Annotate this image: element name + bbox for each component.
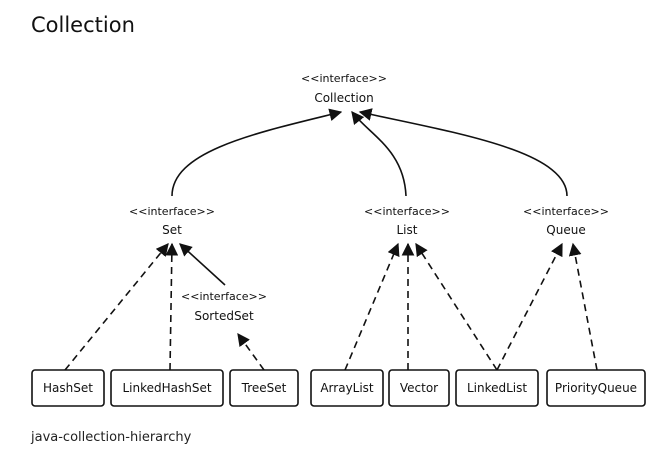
edge-list-collection bbox=[351, 110, 407, 197]
class-box-linkedlist: LinkedList bbox=[455, 369, 539, 407]
class-name: LinkedList bbox=[467, 381, 527, 395]
stereotype-label: <<interface>> bbox=[301, 72, 387, 85]
class-box-vector: Vector bbox=[388, 369, 450, 407]
class-name: Vector bbox=[400, 381, 438, 395]
stereotype-label: <<interface>> bbox=[364, 205, 450, 218]
class-box-priorityqueue: PriorityQueue bbox=[546, 369, 646, 407]
class-name: HashSet bbox=[43, 381, 93, 395]
edge-linkedlist-queue bbox=[496, 242, 563, 371]
interface-name: Set bbox=[162, 223, 182, 237]
edge-arraylist-list bbox=[344, 242, 400, 371]
edge-queue-collection bbox=[358, 108, 568, 197]
interface-name: SortedSet bbox=[194, 309, 254, 323]
interface-set: <<interface>> Set bbox=[129, 205, 215, 237]
class-box-linkedhashset: LinkedHashSet bbox=[110, 369, 224, 407]
interface-name: List bbox=[397, 223, 418, 237]
class-name: TreeSet bbox=[241, 381, 287, 395]
interface-list: <<interface>> List bbox=[364, 205, 450, 237]
stereotype-label: <<interface>> bbox=[523, 205, 609, 218]
interface-name: Queue bbox=[546, 223, 585, 237]
page-title: Collection bbox=[31, 13, 135, 37]
edge-treeset-sortedset bbox=[237, 332, 265, 371]
edge-linkedhashset-set bbox=[165, 242, 179, 371]
class-name: LinkedHashSet bbox=[122, 381, 211, 395]
class-name: ArrayList bbox=[320, 381, 374, 395]
edge-set-collection bbox=[171, 108, 343, 197]
stereotype-label: <<interface>> bbox=[181, 290, 267, 303]
edge-hashset-set bbox=[64, 243, 169, 371]
stereotype-label: <<interface>> bbox=[129, 205, 215, 218]
edge-linkedlist-list bbox=[415, 242, 498, 371]
interface-queue: <<interface>> Queue bbox=[523, 205, 609, 237]
edge-priorityqueue-queue bbox=[568, 242, 598, 371]
figure-caption: java-collection-hierarchy bbox=[31, 430, 192, 445]
class-box-arraylist: ArrayList bbox=[310, 369, 384, 407]
class-box-hashset: HashSet bbox=[31, 369, 105, 407]
class-name: PriorityQueue bbox=[555, 381, 637, 395]
edge-sortedset-set bbox=[179, 243, 226, 286]
interface-collection: <<interface>> Collection bbox=[301, 72, 387, 105]
class-box-treeset: TreeSet bbox=[229, 369, 299, 407]
interface-sortedset: <<interface>> SortedSet bbox=[181, 290, 267, 323]
interface-name: Collection bbox=[314, 91, 373, 105]
